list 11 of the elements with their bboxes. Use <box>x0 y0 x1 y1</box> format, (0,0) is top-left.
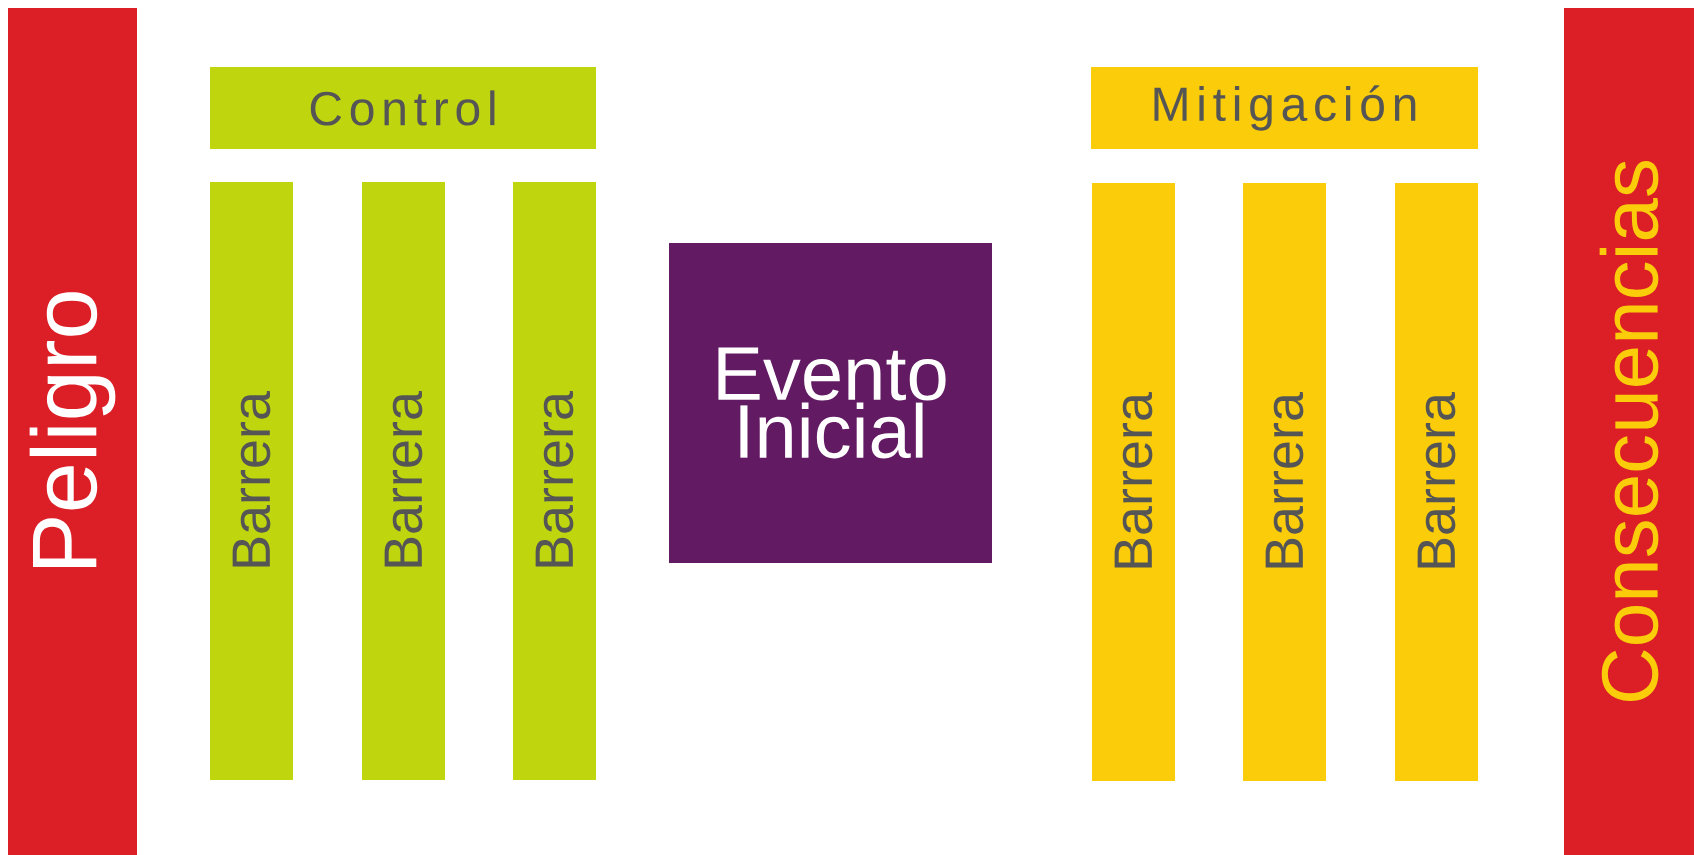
barrier-bar: Barrera <box>362 182 445 780</box>
hazard-bar: Peligro <box>8 8 137 855</box>
barrier-bar: Barrera <box>210 182 293 780</box>
barrier-bar: Barrera <box>1243 183 1326 781</box>
event-box: Evento Inicial <box>669 243 992 563</box>
consequence-bar: Consecuencias <box>1564 8 1694 855</box>
barrier-bar: Barrera <box>1395 183 1478 781</box>
group-header: Mitigación <box>1091 67 1478 149</box>
group-header: Control <box>210 67 596 149</box>
barrier-bar: Barrera <box>1092 183 1175 781</box>
barrier-bar: Barrera <box>513 182 596 780</box>
